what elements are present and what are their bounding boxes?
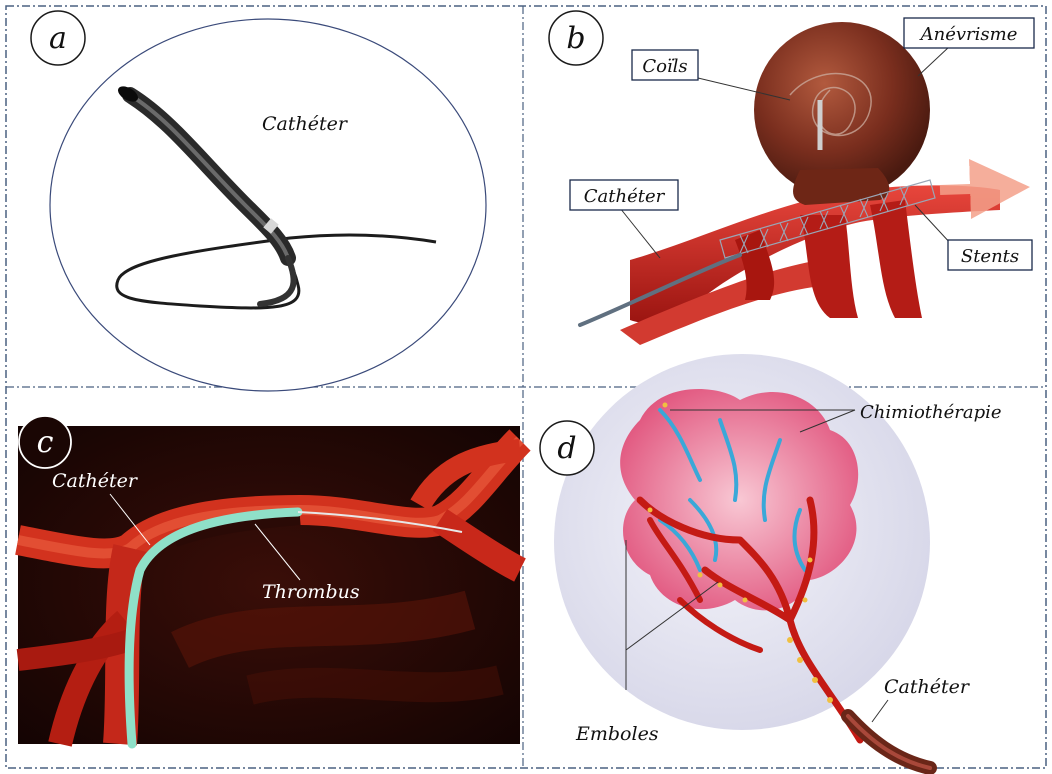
stents-label: Stents — [961, 246, 1019, 267]
aneurysm-leader — [918, 46, 950, 76]
coils-label: Coïls — [642, 56, 687, 77]
panel-a-catheter-label: Cathéter — [262, 113, 349, 135]
catheter-c-label: Cathéter — [52, 470, 139, 492]
emboli-label: Emboles — [575, 723, 659, 745]
panel-c-letter: c — [37, 425, 54, 460]
chemo-label: Chimiothérapie — [860, 402, 1002, 423]
panel-d: d Chimiothérapie Emboles Cathéter — [540, 354, 1002, 768]
catheter-b-label: Cathéter — [584, 186, 666, 207]
aneurysm-label: Anévrisme — [919, 24, 1018, 45]
thrombus-label: Thrombus — [262, 581, 360, 603]
panel-a-circle — [50, 19, 486, 391]
panel-d-letter: d — [557, 431, 576, 466]
panel-c: c Cathéter Thrombus — [18, 416, 520, 744]
panel-a-letter: a — [49, 21, 67, 56]
catheter-d-label: Cathéter — [884, 676, 971, 698]
panel-b-letter: b — [566, 21, 585, 56]
panel-a: a Cathéter — [31, 11, 486, 391]
catheter-d-leader — [872, 700, 888, 722]
catheter-b-leader — [620, 208, 660, 258]
panel-b: b Coïls Anévrisme Cathéter Stents — [549, 11, 1034, 345]
